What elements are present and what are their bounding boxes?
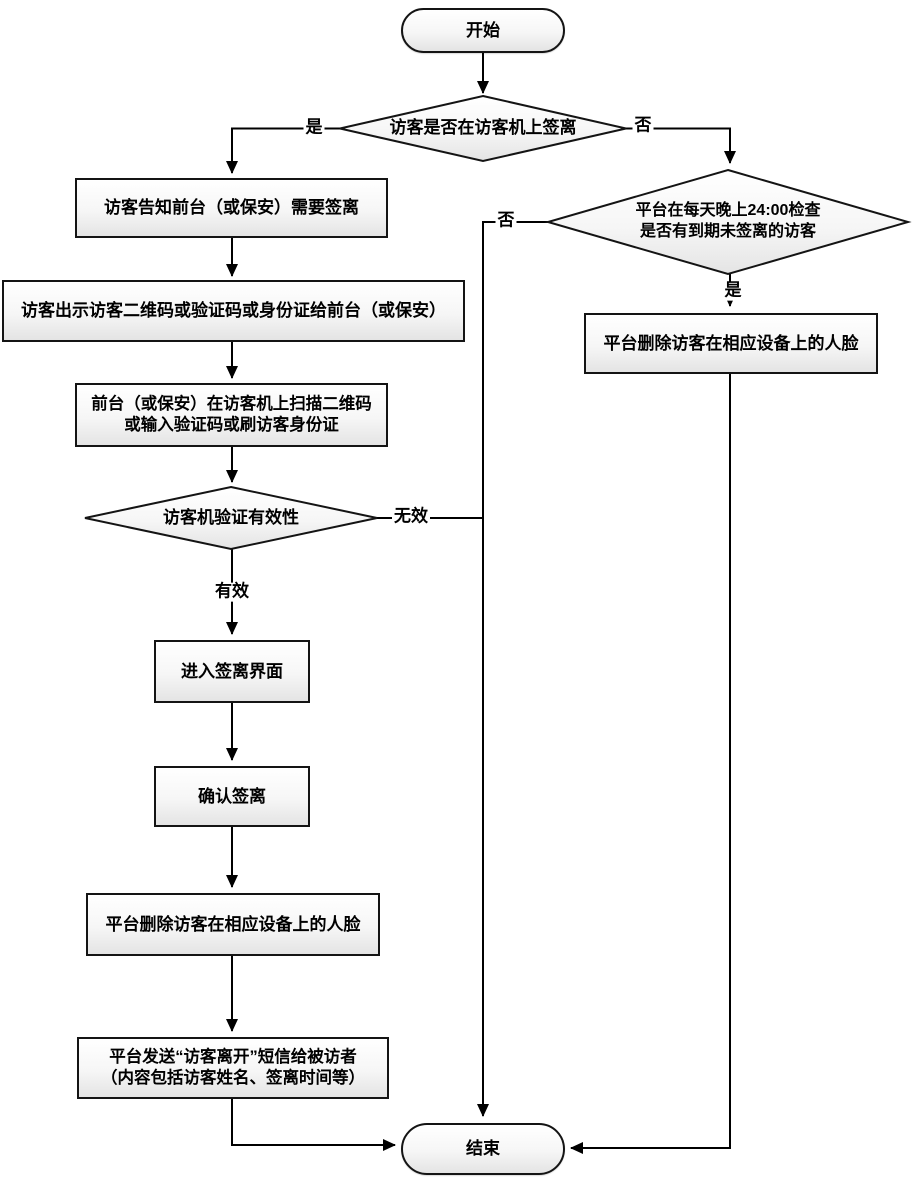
- process-visitor-informs-reception: 访客告知前台（或保安）需要签离: [75, 178, 388, 238]
- decision3-diamond-shape: [544, 168, 912, 276]
- end-label: 结束: [466, 1139, 500, 1159]
- process-platform-deletes-face-left: 平台删除访客在相应设备上的人脸: [86, 893, 380, 956]
- edge-decision3-no-to-end: [477, 221, 548, 1117]
- valid-text: 有效: [215, 581, 249, 601]
- process-platform-deletes-face-right: 平台删除访客在相应设备上的人脸: [584, 313, 878, 374]
- no-top-text: 否: [634, 115, 652, 135]
- process6-label: 平台删除访客在相应设备上的人脸: [105, 914, 361, 934]
- process-platform-sends-sms: 平台发送“访客离开”短信给被访者 （内容包括访客姓名、签离时间等）: [77, 1037, 389, 1099]
- edge-label-no-top: 否: [632, 115, 654, 136]
- process3-label-line2: 或输入验证码或刷访客身份证: [124, 416, 339, 434]
- process-reception-scans: 前台（或保安）在访客机上扫描二维码 或输入验证码或刷访客身份证: [75, 383, 388, 447]
- decision2-diamond-shape: [84, 485, 378, 551]
- end-terminator: 结束: [401, 1123, 565, 1175]
- edge-label-valid: 有效: [213, 581, 251, 602]
- invalid-text: 无效: [394, 506, 428, 526]
- edge-label-yes-top: 是: [303, 117, 325, 138]
- process4-label: 进入签离界面: [181, 661, 283, 681]
- edge-label-no-right: 否: [495, 210, 517, 231]
- process-visitor-shows-code: 访客出示访客二维码或验证码或身份证给前台（或保安）: [2, 280, 465, 342]
- edge-box7-to-end: [231, 1099, 396, 1151]
- process8-label: 平台删除访客在相应设备上的人脸: [603, 333, 859, 353]
- process-confirm-signoff: 确认签离: [154, 766, 310, 827]
- process7-label-line1: 平台发送“访客离开”短信给被访者: [109, 1048, 357, 1067]
- edge-decision1-no-to-decision3: [626, 127, 736, 164]
- process7-label-line2: （内容包括访客姓名、签离时间等）: [101, 1069, 365, 1087]
- start-label: 开始: [466, 20, 500, 40]
- process5-label: 确认签离: [198, 786, 266, 806]
- process-enter-signoff-screen: 进入签离界面: [154, 640, 310, 703]
- process2-label: 访客出示访客二维码或验证码或身份证给前台（或保安）: [21, 301, 446, 321]
- yes-right-text: 是: [724, 280, 742, 300]
- process1-label: 访客告知前台（或保安）需要签离: [104, 198, 359, 218]
- start-terminator: 开始: [401, 8, 565, 53]
- process3-label-line1: 前台（或保安）在访客机上扫描二维码: [91, 395, 372, 414]
- edge-label-invalid: 无效: [392, 506, 430, 527]
- decision1-diamond-shape: [339, 94, 627, 163]
- no-right-text: 否: [497, 210, 515, 230]
- yes-top-text: 是: [305, 117, 323, 137]
- edge-label-yes-right: 是: [722, 280, 744, 301]
- edge-box8-to-end: [570, 374, 731, 1154]
